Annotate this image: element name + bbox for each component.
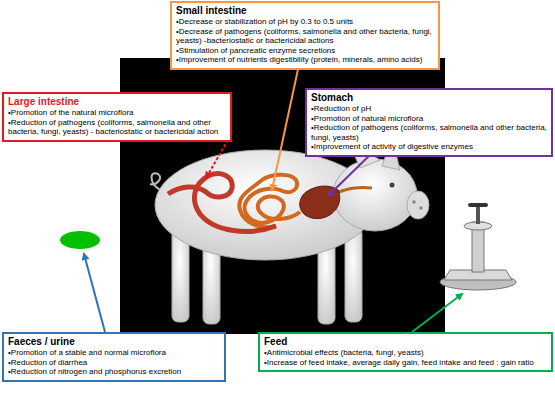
bullet-text: •Stimulation of pancreatic enzyme secret… xyxy=(176,46,434,56)
bullet-text: •Reduction of diarrhea xyxy=(8,358,220,368)
bullet-text: •Reduction of nitrogen and phosphorus ex… xyxy=(8,367,220,377)
bullet-text: •Reduction of pathogens (coliforms, salm… xyxy=(8,118,226,137)
box-heading: Small intestine xyxy=(176,5,434,17)
bullet-text: •Reduction of pH xyxy=(311,104,547,114)
bullet-text: •Increase of feed intake, average daily … xyxy=(264,358,547,368)
info-box: Small intestine•Decrease or stabilizatio… xyxy=(170,1,440,70)
bullet-text: •Improvement of nutrients digestibility … xyxy=(176,55,434,65)
faeces-symbol xyxy=(60,231,100,249)
bullet-text: •Improvement of activity of digestive en… xyxy=(311,142,547,152)
feeder-icon xyxy=(440,203,516,290)
bullet-text: •Promotion of the natural microflora xyxy=(8,108,226,118)
info-box: Large intestine•Promotion of the natural… xyxy=(2,92,232,142)
box-heading: Faeces / urine xyxy=(8,336,220,348)
bullet-text: •Antimicrobial effects (bacteria, fungi,… xyxy=(264,348,547,358)
info-box: Stomach•Reduction of pH•Promotion of nat… xyxy=(305,88,553,157)
bullet-text: •Promotion of a stable and normal microf… xyxy=(8,348,220,358)
box-heading: Large intestine xyxy=(8,96,226,108)
bullet-text: •Promotion of natural microflora xyxy=(311,114,547,124)
bullet-text: •Decrease or stabilization of pH by 0.3 … xyxy=(176,17,434,27)
box-heading: Feed xyxy=(264,336,547,348)
bullet-text: •Decrease of pathogens (coliforms, salmo… xyxy=(176,27,434,46)
pig-body xyxy=(150,138,429,324)
info-box: Faeces / urine•Promotion of a stable and… xyxy=(2,332,226,382)
info-box: Feed•Antimicrobial effects (bacteria, fu… xyxy=(258,332,553,372)
bullet-text: •Reduction of pathogens (coliforms, salm… xyxy=(311,123,547,142)
box-heading: Stomach xyxy=(311,92,547,104)
